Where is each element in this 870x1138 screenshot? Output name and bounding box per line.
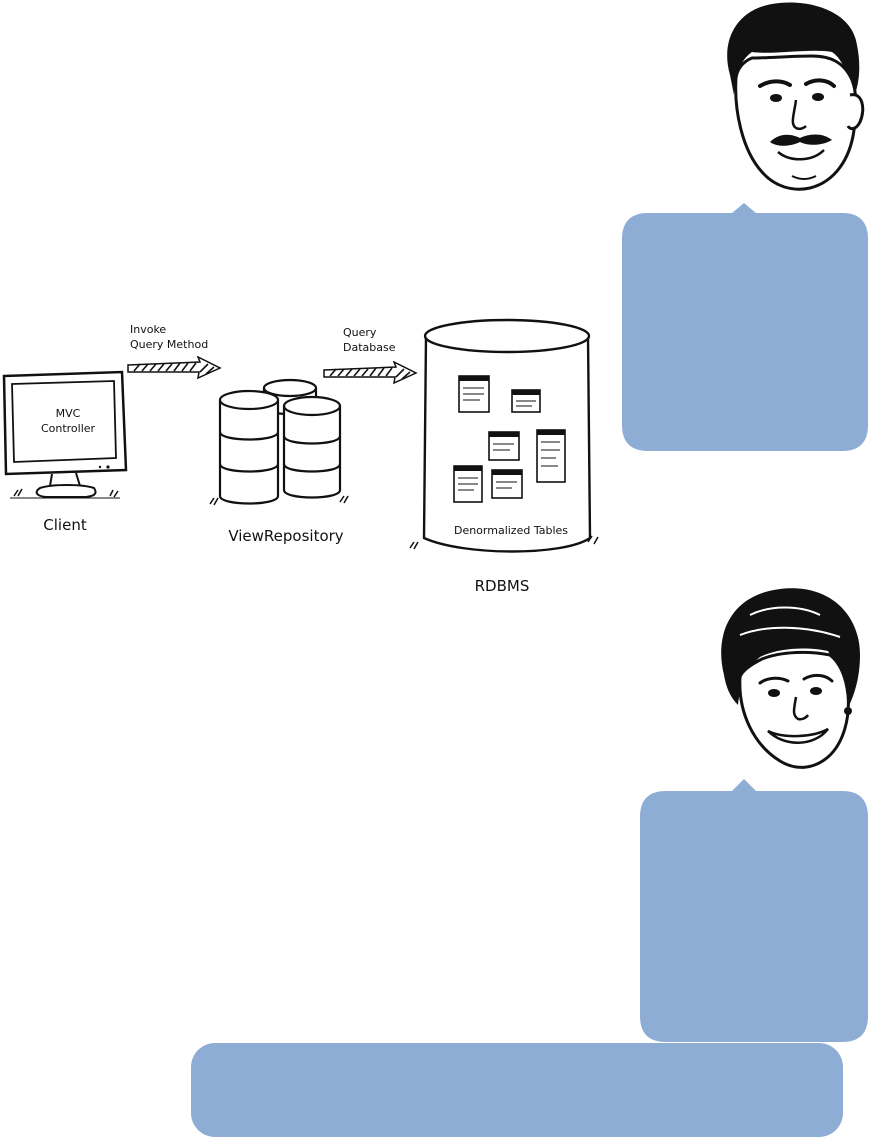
man-speech-bubble bbox=[620, 203, 870, 453]
rdbms-inner-label: Denormalized Tables bbox=[453, 524, 569, 537]
client-caption: Client bbox=[43, 516, 87, 534]
client-monitor-icon bbox=[0, 370, 130, 505]
query-arrow-icon bbox=[322, 361, 418, 385]
view-repository-icon bbox=[206, 378, 356, 513]
client-screen-text: MVC Controller bbox=[40, 407, 96, 435]
narration-speech-bubble bbox=[190, 1042, 845, 1138]
man-avatar bbox=[712, 0, 870, 200]
woman-avatar bbox=[710, 585, 870, 775]
query-arrow-label: Query Database bbox=[343, 326, 396, 354]
woman-speech-bubble bbox=[640, 779, 870, 1044]
invoke-arrow-icon bbox=[126, 356, 222, 380]
rdbms-cylinder-icon bbox=[404, 306, 614, 562]
invoke-arrow-label: Invoke Query Method bbox=[130, 323, 209, 351]
view-repository-caption: ViewRepository bbox=[228, 527, 344, 545]
rdbms-caption: RDBMS bbox=[474, 577, 530, 595]
